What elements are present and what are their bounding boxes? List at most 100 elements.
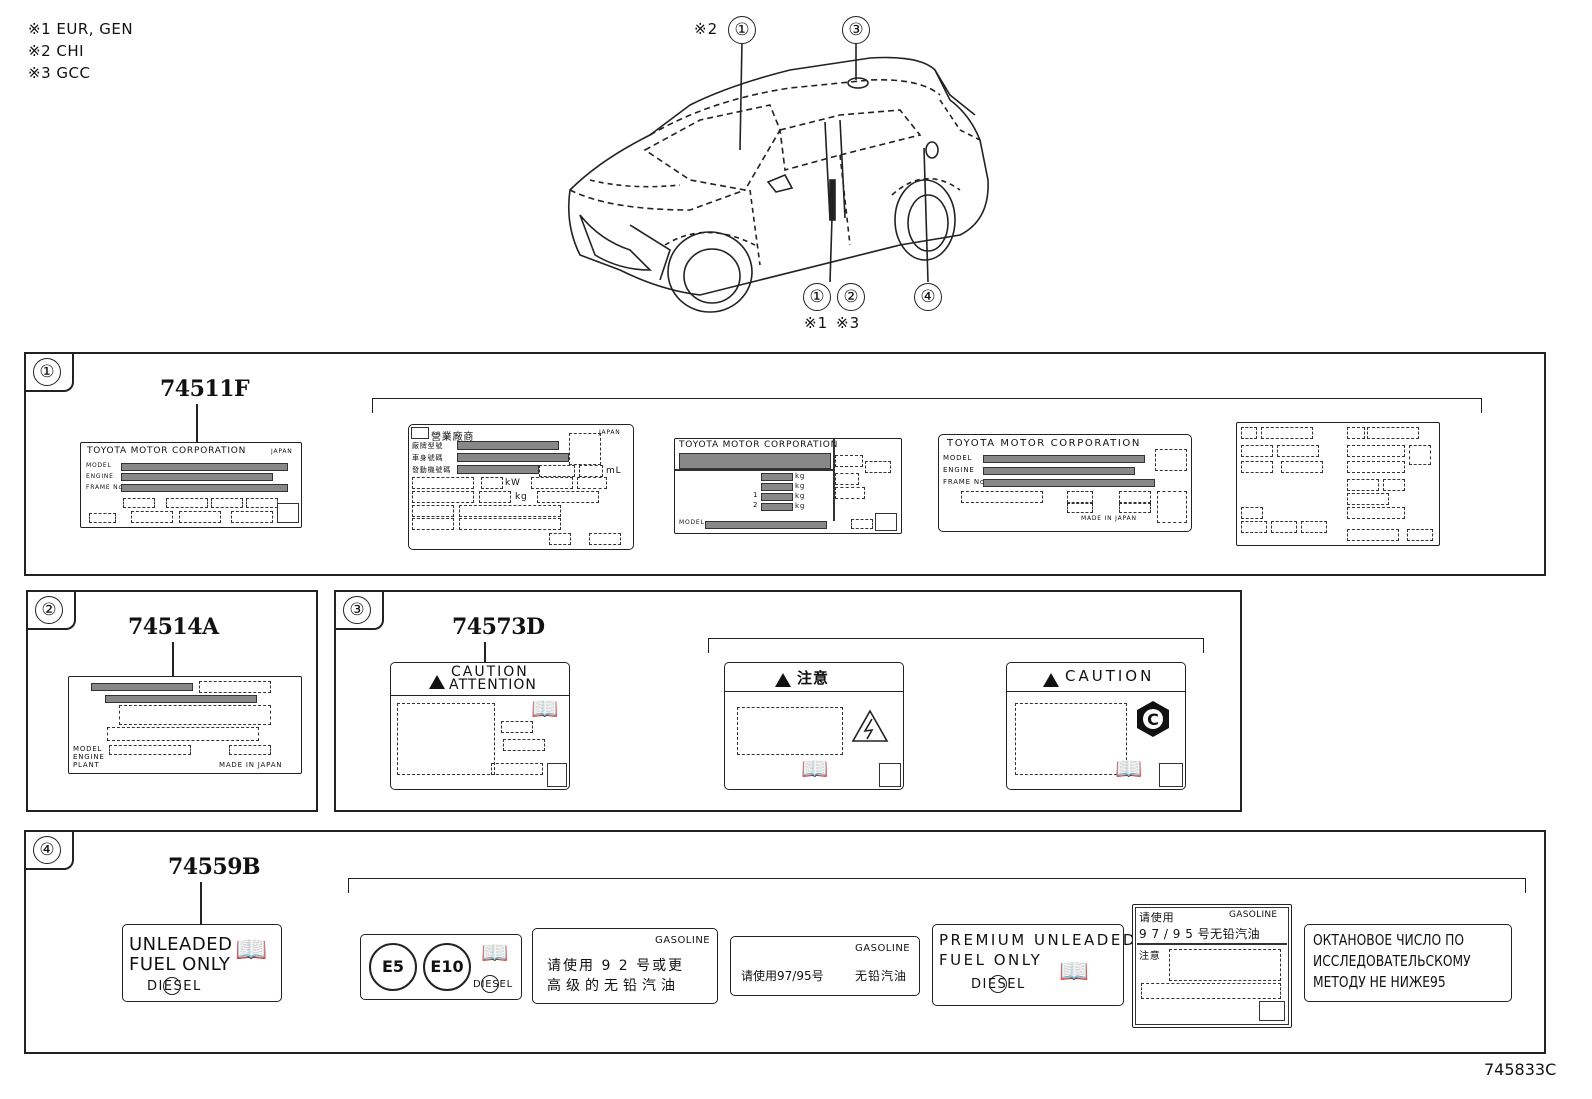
panel-3-part-number: 74573D bbox=[452, 614, 545, 640]
vehicle-illustration bbox=[567, 40, 989, 313]
warning-triangle-icon bbox=[429, 674, 445, 689]
label-74514A: MODEL ENGINE PLANT MADE IN JAPAN bbox=[68, 676, 302, 774]
label-c-head: GASOLINE bbox=[655, 935, 711, 946]
label-c-line1: 请使用 9 2 号或更 bbox=[547, 958, 685, 974]
callout-3-top: ③ bbox=[842, 16, 870, 44]
label-c-row1: 1 bbox=[753, 491, 759, 499]
label-c-unit-3: kg bbox=[795, 492, 806, 500]
label-74573D-c: CAUTION C 📖 bbox=[1006, 662, 1186, 790]
label-e-line1: PREMIUM UNLEADED bbox=[939, 931, 1137, 949]
label-b-title: 營業廠商 bbox=[431, 432, 475, 443]
label-74511F-a: TOYOTA MOTOR CORPORATION JAPAN MODEL ENG… bbox=[80, 442, 302, 528]
warning-triangle-icon bbox=[1043, 672, 1059, 687]
callout-note-gcc: ※3 bbox=[836, 314, 861, 332]
label-c-unit-2: kg bbox=[795, 482, 806, 490]
callout-1-top: ① bbox=[728, 16, 756, 44]
e10-badge: E10 bbox=[423, 943, 471, 991]
panel-3: ③ 74573D CAUTION ATTENTION 📖 注意 📖 CAUTIO… bbox=[334, 590, 1242, 812]
warning-triangle-icon bbox=[775, 672, 791, 687]
panel-3-bracket bbox=[708, 638, 1204, 653]
label-74559B-a: UNLEADED FUEL ONLY 📖 DIESEL bbox=[122, 924, 282, 1002]
panel-4-tab: ④ bbox=[26, 832, 74, 870]
callout-4-bottom: ④ bbox=[914, 283, 942, 311]
label-c-unit-4: kg bbox=[795, 502, 806, 510]
panel-2-leader bbox=[172, 642, 174, 678]
callout-2-bottom: ② bbox=[837, 283, 865, 311]
label-a-line1: UNLEADED bbox=[129, 934, 233, 955]
manual-book-icon: 📖 bbox=[481, 941, 509, 966]
callout-note-chi: ※2 bbox=[694, 20, 719, 38]
callout-note-eur: ※1 bbox=[804, 314, 829, 332]
label-74559B-e: PREMIUM UNLEADED FUEL ONLY 📖 DIESEL bbox=[932, 924, 1134, 1006]
label-c-unit-1: kg bbox=[795, 472, 806, 480]
market-note-3: ※3 GCC bbox=[28, 64, 91, 82]
label-74514A-made: MADE IN JAPAN bbox=[219, 761, 283, 769]
label-74514A-row3: PLANT bbox=[73, 761, 100, 769]
label-74559B-c: GASOLINE 请使用 9 2 号或更 高级的无铅汽油 bbox=[532, 928, 718, 1004]
label-74559B-g: ОКТАНОВОЕ ЧИСЛО ПО ИССЛЕДОВАТЕЛЬСКОМУ МЕ… bbox=[1304, 924, 1512, 1002]
label-d-right: 无铅汽油 bbox=[855, 969, 908, 983]
panel-2-tab: ② bbox=[28, 592, 76, 630]
panel-3-leader bbox=[484, 642, 486, 662]
label-g-line2: ИССЛЕДОВАТЕЛЬСКОМУ bbox=[1313, 952, 1471, 970]
label-d-head: GASOLINE bbox=[855, 943, 911, 954]
panel-4: ④ 74559B UNLEADED FUEL ONLY 📖 DIESEL E5 … bbox=[24, 830, 1546, 1054]
callout-1-bottom: ① bbox=[803, 283, 831, 311]
label-74573D-b: 注意 📖 bbox=[724, 662, 904, 790]
label-74511F-d: TOYOTA MOTOR CORPORATION MODEL ENGINE FR… bbox=[938, 434, 1192, 532]
label-f-sub: 注意 bbox=[1139, 951, 1161, 962]
label-b-row2: 車身號碼 bbox=[412, 454, 444, 462]
label-g-line1: ОКТАНОВОЕ ЧИСЛО ПО bbox=[1313, 931, 1465, 949]
svg-text:C: C bbox=[1147, 710, 1159, 729]
manual-book-icon: 📖 bbox=[235, 935, 268, 965]
label-a-country: JAPAN bbox=[271, 448, 293, 455]
manual-book-icon: 📖 bbox=[531, 697, 559, 722]
label-a-row1: MODEL bbox=[86, 462, 112, 469]
panel-2-part-number: 74514A bbox=[128, 614, 219, 640]
manual-book-icon: 📖 bbox=[1115, 757, 1143, 782]
no-diesel-icon bbox=[163, 977, 181, 995]
label-a-line2: FUEL ONLY bbox=[129, 954, 231, 975]
label-a-row2: ENGINE bbox=[86, 473, 114, 480]
no-diesel-icon bbox=[481, 975, 499, 993]
panel-2-number: ② bbox=[35, 596, 63, 624]
label-a-caution: CAUTION bbox=[451, 664, 529, 680]
manual-book-icon: 📖 bbox=[1059, 957, 1089, 985]
label-d-left: 请使用97/95号 bbox=[741, 969, 824, 983]
panel-4-bracket bbox=[348, 878, 1526, 893]
label-a-row3: FRAME No. bbox=[86, 484, 126, 491]
label-74559B-f: 请使用 GASOLINE 9 7 / 9 5 号无铅汽油 注意 bbox=[1132, 904, 1292, 1028]
label-c-row2: 2 bbox=[753, 501, 759, 509]
label-c-title: CAUTION bbox=[1065, 667, 1155, 685]
no-diesel-icon bbox=[989, 975, 1007, 993]
label-b-unit-kw: kW bbox=[505, 478, 521, 488]
panel-1-part-number: 74511F bbox=[160, 376, 250, 402]
label-f-head-left: 请使用 bbox=[1139, 911, 1175, 924]
label-d-row2: ENGINE bbox=[943, 466, 975, 474]
label-d-title: TOYOTA MOTOR CORPORATION bbox=[947, 438, 1141, 449]
label-74511F-b: 營業廠商 JAPAN 廠牌型號 車身號碼 發動機號碼 mL kW kg bbox=[408, 424, 634, 550]
label-c-model: MODEL bbox=[679, 519, 705, 526]
panel-1-bracket bbox=[372, 398, 1482, 413]
label-74514A-row2: ENGINE bbox=[73, 753, 105, 761]
label-c-title: TOYOTA MOTOR CORPORATION bbox=[679, 440, 839, 450]
label-f-line: 9 7 / 9 5 号无铅汽油 bbox=[1139, 927, 1261, 941]
panel-1-number: ① bbox=[33, 358, 61, 386]
panel-1: ① 74511F TOYOTA MOTOR CORPORATION JAPAN … bbox=[24, 352, 1546, 576]
market-note-2: ※2 CHI bbox=[28, 42, 85, 60]
panel-4-part-number: 74559B bbox=[168, 854, 261, 880]
label-74511F-e bbox=[1236, 422, 1440, 546]
label-d-row3: FRAME No. bbox=[943, 478, 988, 486]
electric-hazard-icon bbox=[851, 709, 889, 742]
label-a-title: TOYOTA MOTOR CORPORATION bbox=[87, 446, 247, 456]
panel-3-tab: ③ bbox=[336, 592, 384, 630]
market-note-1: ※1 EUR, GEN bbox=[28, 20, 134, 38]
label-74559B-b: E5 E10 📖 DIESEL bbox=[360, 934, 522, 1000]
label-b-country: JAPAN bbox=[599, 429, 621, 436]
panel-3-number: ③ bbox=[343, 596, 371, 624]
label-c-line2: 高级的无铅汽油 bbox=[547, 978, 680, 994]
hexagon-c-badge: C bbox=[1137, 701, 1169, 737]
label-b-unit-ml: mL bbox=[606, 466, 622, 476]
panel-1-leader bbox=[196, 404, 198, 444]
label-74573D-a: CAUTION ATTENTION 📖 bbox=[390, 662, 570, 790]
